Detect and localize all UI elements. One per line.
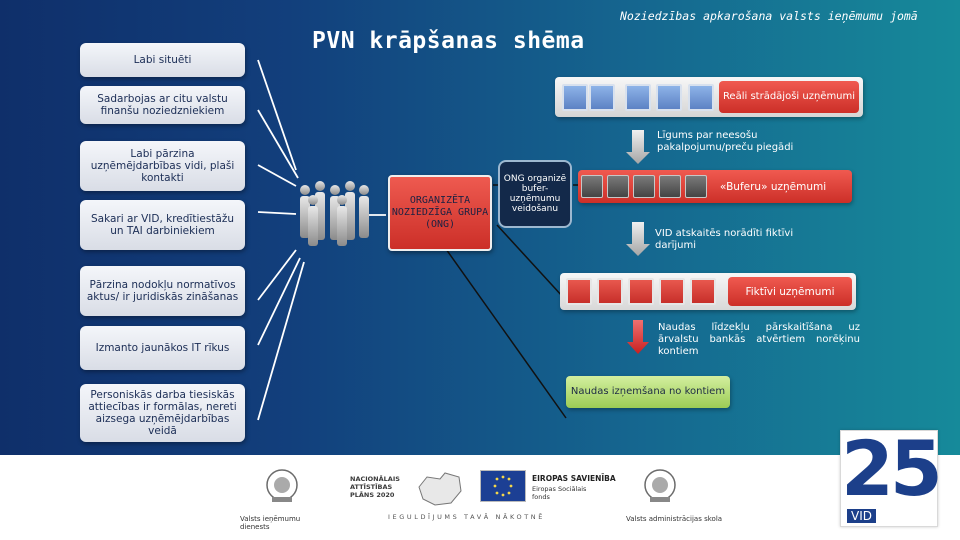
- withdrawal-box: Naudas izņemšana no kontiem: [566, 376, 730, 408]
- company-icon: [562, 84, 588, 111]
- transfer-note: Naudas līdzekļu pārskaitīšana uz ārvalst…: [658, 322, 860, 357]
- company-icon: [633, 175, 655, 198]
- footer-slogan: IEGULDĪJUMS TAVĀ NĀKOTNĒ: [388, 513, 545, 521]
- left-box-4: Sakari ar VID, kredītiestāžu un TAI darb…: [80, 200, 245, 250]
- fictive-companies-label: Fiktīvi uzņēmumi: [728, 277, 852, 306]
- crest-icon: [644, 469, 676, 502]
- anniversary-label: VID: [847, 509, 876, 523]
- people-group-icon: [300, 181, 369, 246]
- company-icon: [690, 278, 716, 305]
- company-icon: [607, 175, 629, 198]
- company-icon: [688, 84, 714, 111]
- logo-vas-label: Valsts administrācijas skola: [626, 515, 723, 523]
- slide-title: PVN krāpšanas shēma: [312, 28, 585, 54]
- left-box-3: Labi pārzina uzņēmējdarbības vidi, plaši…: [80, 141, 245, 191]
- anniversary-number: 25: [841, 424, 943, 513]
- eu-flag-icon: [480, 470, 526, 502]
- contract-note: Līgums par neesošu pakalpojumu/preču pie…: [657, 130, 794, 153]
- logo-vid-label: Valsts ieņēmumu dienests: [240, 515, 301, 531]
- vid-note: VID atskaitēs norādīti fiktīvi darījumi: [655, 228, 794, 251]
- left-box-5: Pārzina nodokļu normatīvos aktus/ ir jur…: [80, 266, 245, 316]
- logo-eu-title: EIROPAS SAVIENĪBA: [532, 474, 616, 483]
- logo-eu-sub: Eiropas Sociālais fonds: [532, 485, 587, 501]
- down-arrow-icon: [626, 222, 650, 256]
- company-icon: [659, 278, 685, 305]
- left-box-6: Izmanto jaunākos IT rīkus: [80, 326, 245, 370]
- ong-note: ONG organizē bufer-uzņēmumu veidošanu: [498, 160, 572, 228]
- latvia-map-icon: [418, 472, 462, 506]
- vas-crest-logo: [640, 467, 680, 505]
- ong-box: ORGANIZĒTA NOZIEDZĪGA GRUPA (ONG): [388, 175, 492, 251]
- company-icon: [589, 84, 615, 111]
- company-icon: [581, 175, 603, 198]
- company-icon: [628, 278, 654, 305]
- red-down-arrow-icon: [627, 320, 649, 354]
- footer: Valsts ieņēmumu dienests NACIONĀLAIS ATT…: [0, 455, 960, 540]
- left-box-7: Personiskās darba tiesiskās attiecības i…: [80, 384, 245, 442]
- crest-icon: [266, 469, 298, 502]
- company-icon: [625, 84, 651, 111]
- real-companies-label: Reāli strādājoši uzņēmumi: [719, 81, 859, 113]
- logo-nap-label: NACIONĀLAIS ATTĪSTĪBAS PLĀNS 2020: [350, 475, 400, 499]
- company-icon: [566, 278, 592, 305]
- diagram-connectors: [300, 130, 650, 419]
- vid-25-logo: 25 VID: [840, 424, 943, 527]
- left-box-2: Sadarbojas ar citu valstu finanšu nozied…: [80, 86, 245, 124]
- vid-crest-logo: [262, 467, 302, 505]
- company-icon: [656, 84, 682, 111]
- buffer-companies-label: «Buferu» uzņēmumi: [719, 180, 827, 193]
- slide-subtitle: Noziedzības apkarošana valsts ieņēmumu j…: [620, 9, 918, 23]
- down-arrow-icon: [626, 130, 650, 164]
- company-icon: [685, 175, 707, 198]
- company-icon: [659, 175, 681, 198]
- left-box-1: Labi situēti: [80, 43, 245, 77]
- company-icon: [597, 278, 623, 305]
